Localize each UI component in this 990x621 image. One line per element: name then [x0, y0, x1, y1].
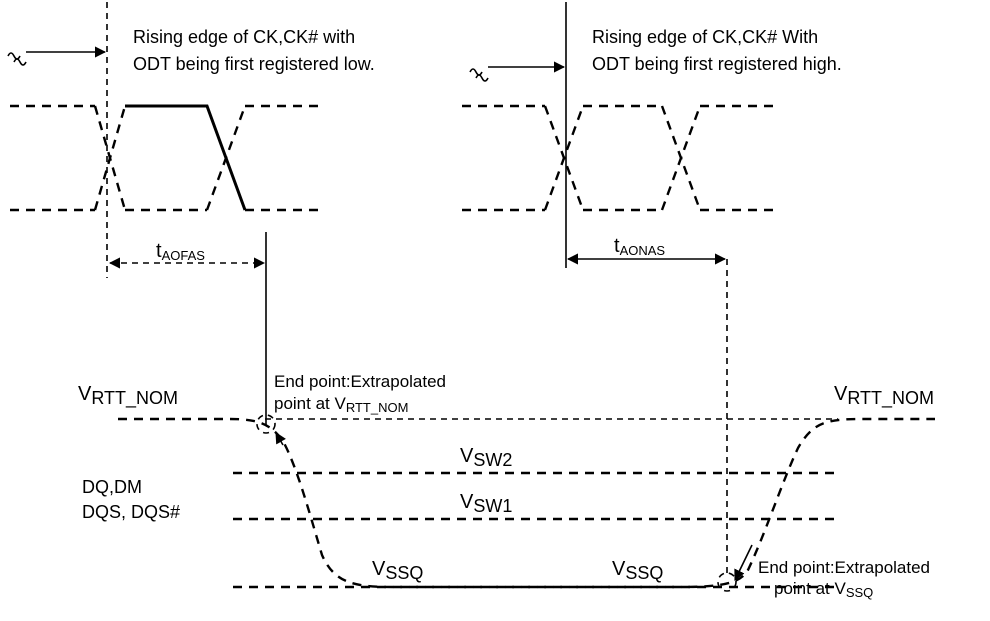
endpoint-top-line1: End point:Extrapolated [274, 372, 446, 391]
right-break-arrow [469, 61, 566, 82]
vssq-right-label: VSSQ [612, 558, 663, 583]
endpoint-circle-bottom [717, 572, 737, 592]
vrtt-nom-right-label: VRTT_NOM [834, 383, 934, 409]
endpoint-bottom-line2: point at VSSQ [774, 579, 873, 600]
vsw2-label: VSW2 [460, 445, 512, 470]
signal-label-line2: DQS, DQS# [82, 502, 180, 522]
endpoint-top-line2: point at VRTT_NOM [274, 394, 408, 415]
endpoint-bottom-line1: End point:Extrapolated [758, 558, 930, 577]
left-clock-waveform [10, 104, 318, 212]
t-aonas-dimension [566, 253, 728, 578]
t-aofas-label: tAOFAS [156, 240, 205, 263]
vsw1-label: VSW1 [460, 491, 512, 516]
dq-dm-waveform [118, 417, 935, 589]
left-note-line2: ODT being first registered low. [133, 54, 375, 74]
right-clock-waveform [462, 104, 780, 212]
right-note-line1: Rising edge of CK,CK# With [592, 27, 818, 47]
t-aonas-label: tAONAS [614, 235, 665, 258]
left-note-line1: Rising edge of CK,CK# with [133, 27, 355, 47]
endpoint-arrow-bottom [734, 544, 753, 582]
vssq-left-label: VSSQ [372, 558, 423, 583]
endpoint-circle-top [256, 414, 276, 434]
t-aofas-dimension [108, 232, 267, 425]
left-break-arrow [7, 46, 107, 66]
vrtt-nom-left-label: VRTT_NOM [78, 383, 178, 409]
endpoint-arrow-top [275, 432, 286, 446]
signal-label-line1: DQ,DM [82, 477, 142, 497]
right-note-line2: ODT being first registered high. [592, 54, 842, 74]
